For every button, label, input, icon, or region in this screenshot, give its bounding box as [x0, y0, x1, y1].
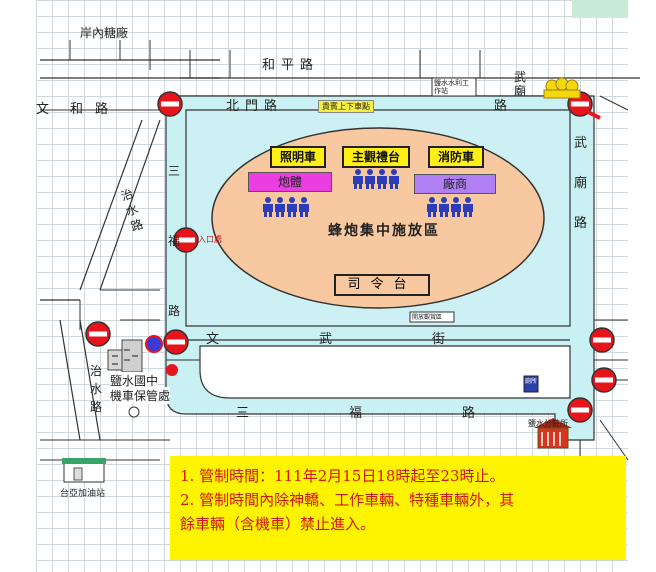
wenwu-sign-box: [409, 311, 455, 323]
factory-label: 岸內糖廠: [80, 26, 129, 40]
marker-icon: [128, 406, 140, 418]
road-wumiao-label: 武廟路: [574, 136, 588, 231]
toilet-label: 廁所: [525, 378, 538, 385]
lighting-truck-label: 照明車: [270, 146, 326, 168]
road-he-label: 和路: [70, 102, 121, 117]
notice-line-3: 餘車輛（含機車）禁止進入。: [180, 515, 376, 533]
zone-title: 蜂炮集中施放區: [328, 223, 440, 239]
police-station-label: 鹽水分駐所: [528, 419, 568, 428]
gas-station-icon: [62, 458, 106, 483]
wenwu-sign-label: 開放觀賞區: [412, 314, 443, 321]
traffic-notice: 1. 管制時間：111年2月15日18時起至23時止。 2. 管制時間內除神轎、…: [170, 456, 626, 560]
gas-station-label: 台亞加油站: [60, 489, 106, 499]
road-wenwu-label: 文武街: [206, 332, 546, 347]
no-entry-icon: [589, 327, 615, 353]
road-beimen-right-label: 路: [494, 99, 508, 114]
school-icon: [107, 339, 143, 373]
no-parking-icon: [145, 335, 163, 353]
road-sanfu-left-label: 三福路: [168, 164, 181, 318]
temple-icon: [543, 77, 581, 99]
small-sign-icon: [166, 364, 178, 376]
no-entry-icon: [85, 321, 111, 347]
fire-truck-label: 消防車: [428, 146, 484, 168]
notice-line-1: 1. 管制時間：111年2月15日18時起至23時止。: [180, 467, 505, 485]
water-office-box: [431, 77, 477, 97]
road-beimen-label: 北門路: [226, 99, 284, 114]
police-station-icon: [534, 418, 572, 449]
road-wenhe-prefix: 文: [36, 102, 50, 117]
road-edge: [40, 59, 220, 79]
main-stage-label: 主觀禮台: [342, 146, 410, 168]
notice-line-2: 2. 管制時間內除神轎、工作車輛、特種車輛外，其: [180, 491, 515, 509]
stall-left-label: 炮體: [248, 172, 332, 192]
stall-right-label: 廠商: [414, 174, 496, 194]
command-post-label: 司令台: [334, 274, 430, 296]
toilet-icon: [523, 375, 539, 393]
entrance-label: 入口處: [198, 235, 222, 244]
road-zhishui-lower-label: 治水路: [90, 364, 103, 414]
block: [199, 345, 571, 399]
no-entry-icon: [157, 91, 183, 117]
road-heping-label: 和平路: [262, 58, 320, 73]
temple-label: 武廟: [514, 70, 527, 98]
parking-label: 機車保管處: [110, 387, 171, 404]
no-entry-icon: [591, 367, 617, 393]
school-label: 鹽水國中: [110, 372, 159, 389]
water-office-label: 鹽水水利工作站: [434, 79, 469, 95]
header-strip: [572, 0, 628, 18]
vip-dropoff-label: 貴賓上下車點: [318, 100, 374, 113]
road-sanfu-bottom-label: 三福路: [236, 406, 576, 421]
